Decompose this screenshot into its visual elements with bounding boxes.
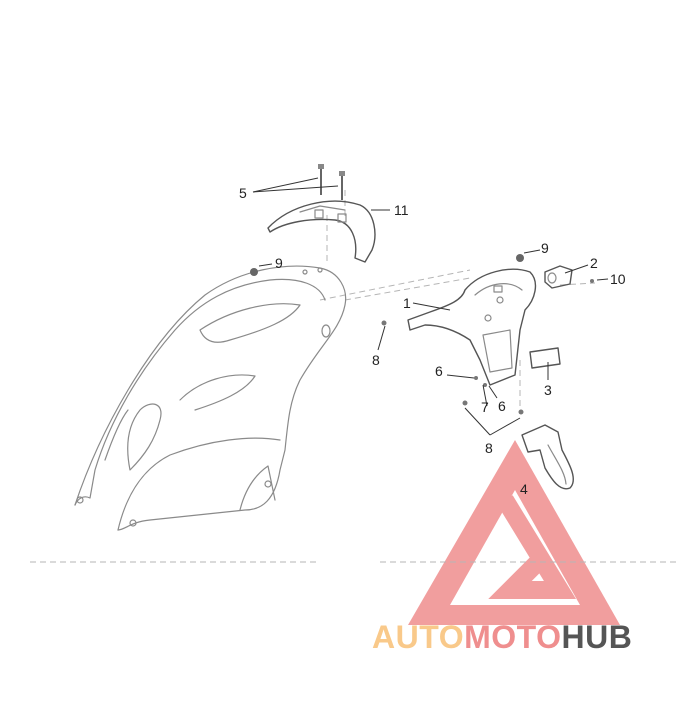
watermark-logo bbox=[408, 440, 620, 625]
callout-9-right: 9 bbox=[541, 240, 549, 256]
callout-5: 5 bbox=[239, 185, 247, 201]
leader-lines bbox=[252, 177, 609, 436]
callout-1: 1 bbox=[403, 295, 411, 311]
watermark-hub: HUB bbox=[561, 619, 632, 655]
cable-clip bbox=[521, 424, 574, 490]
callout-2: 2 bbox=[590, 255, 598, 271]
callout-8-left: 8 bbox=[372, 352, 380, 368]
rear-grab-handle bbox=[267, 200, 376, 263]
callout-11: 11 bbox=[394, 202, 409, 218]
callout-8-bottom: 8 bbox=[485, 440, 493, 456]
callout-6-right: 6 bbox=[498, 398, 506, 414]
bolts-part-5 bbox=[318, 164, 345, 200]
watermark-moto: MOTO bbox=[464, 619, 561, 655]
callout-9-left: 9 bbox=[275, 255, 283, 271]
callout-3: 3 bbox=[544, 382, 552, 398]
logo-g-mark bbox=[488, 495, 577, 599]
callout-10: 10 bbox=[610, 271, 626, 287]
license-plate-lamp bbox=[544, 265, 573, 289]
watermark-text: AUTOMOTOHUB bbox=[372, 619, 632, 655]
callouts: 5 11 9 9 2 10 1 8 6 3 7 6 8 4 bbox=[239, 185, 626, 497]
fasteners bbox=[250, 254, 594, 415]
callout-6-left: 6 bbox=[435, 363, 443, 379]
watermark-auto: AUTO bbox=[372, 619, 464, 655]
callout-7: 7 bbox=[481, 399, 489, 415]
callout-4: 4 bbox=[520, 481, 528, 497]
license-plate-bracket bbox=[407, 268, 537, 386]
reflector bbox=[529, 347, 561, 369]
rear-body-cover bbox=[74, 265, 347, 531]
guide-line bbox=[344, 277, 471, 301]
